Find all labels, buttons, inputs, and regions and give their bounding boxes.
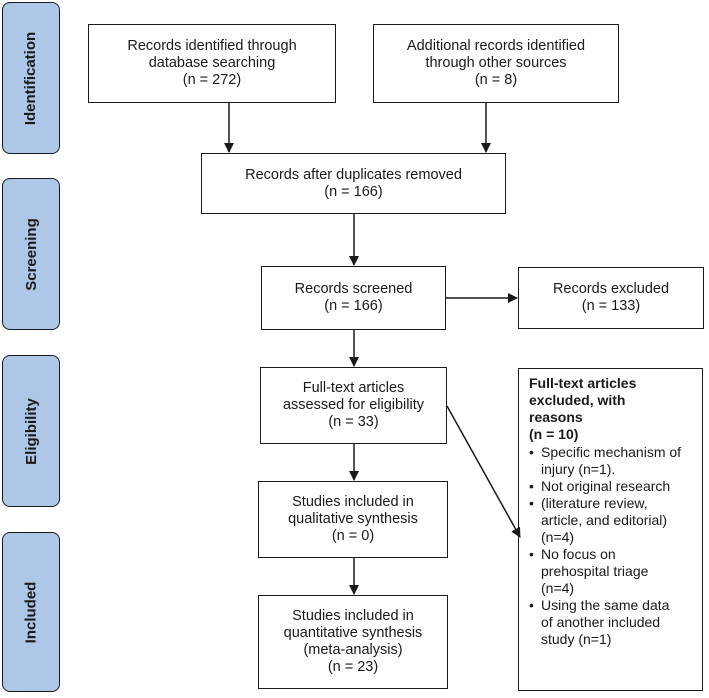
box-qualitative-synthesis: Studies included in qualitative synthesi… [258,481,448,558]
box-records-screened-line1: Records screened [294,281,413,297]
box-qualitative-count: (n = 0) [331,528,375,544]
box-records-excluded-count: (n = 133) [581,298,641,314]
exclusion-reason-text: (literature review, [541,495,648,511]
arrow-fulltext-to-excluded [446,405,521,538]
exclusion-reason: Not original research [529,478,694,495]
box-fulltext-assessed: Full-text articles assessed for eligibil… [260,367,447,444]
box-other-sources-line2: through other sources [425,55,567,71]
phase-screening: Screening [2,178,60,330]
box-database-records-count: (n = 272) [182,72,242,88]
box-after-duplicates-count: (n = 166) [324,183,383,200]
box-quantitative-count: (n = 23) [327,659,379,675]
box-database-records-line2: database searching [148,55,276,71]
exclusions-title-line2: excluded, with [529,392,626,408]
exclusion-reason-text: (n=4) [541,529,575,545]
exclusion-reason-text: Specific mechanism of [541,444,682,460]
exclusion-reason-text: injury (n=1). [541,461,616,477]
exclusion-reason: No focus on prehospital triage (n=4) [529,546,694,597]
exclusion-reason-text: Not original research [541,478,671,494]
box-other-sources-count: (n = 8) [474,72,518,88]
box-records-excluded: Records excluded (n = 133) [518,267,704,329]
box-database-records-line1: Records identified through [127,38,297,54]
exclusion-reason-text: Using the same data [541,597,670,613]
exclusion-reason: Specific mechanism of injury (n=1). [529,444,694,478]
box-records-excluded-line1: Records excluded [552,281,670,297]
exclusion-reason-text: study (n=1) [541,631,612,647]
box-quantitative-line3: (meta-analysis) [303,642,403,658]
exclusion-reasons-list: Specific mechanism of injury (n=1). Not … [529,444,694,648]
phase-eligibility: Eligibility [2,355,60,507]
box-fulltext-assessed-line2: assessed for eligibility [282,397,425,413]
box-quantitative-synthesis: Studies included in quantitative synthes… [258,595,448,689]
exclusion-reason: (literature review, article, and editori… [529,495,694,546]
box-database-records: Records identified through database sear… [88,24,336,103]
phase-identification: Identification [2,2,60,154]
box-quantitative-line2: quantitative synthesis [283,625,423,641]
box-fulltext-assessed-count: (n = 33) [328,414,379,430]
box-after-duplicates-line1: Records after duplicates removed [245,166,462,183]
box-after-duplicates: Records after duplicates removed (n = 16… [201,153,506,214]
exclusion-reason-text: article, and editorial) [541,512,668,528]
box-qualitative-line1: Studies included in [292,494,414,510]
phase-included: Included [2,532,60,692]
exclusion-reason-text: of another included [541,614,661,630]
exclusions-count: (n = 10) [529,426,579,442]
box-records-screened-count: (n = 166) [324,298,383,314]
box-records-screened: Records screened (n = 166) [261,266,446,330]
exclusions-title-line1: Full-text articles [529,375,637,391]
box-other-sources-line1: Additional records identified [406,38,586,54]
box-quantitative-line1: Studies included in [292,608,414,624]
box-fulltext-assessed-line1: Full-text articles [302,380,405,396]
exclusion-reason-text: prehospital triage [541,563,649,579]
exclusion-reason-text: (n=4) [541,580,575,596]
exclusion-reason-text: No focus on [541,546,616,562]
box-fulltext-excluded: Full-text articles excluded, with reason… [518,368,703,691]
box-qualitative-line2: qualitative synthesis [288,511,418,527]
exclusions-title-line3: reasons [529,409,583,425]
exclusion-reason: Using the same data of another included … [529,597,694,648]
box-other-sources: Additional records identified through ot… [373,24,619,103]
